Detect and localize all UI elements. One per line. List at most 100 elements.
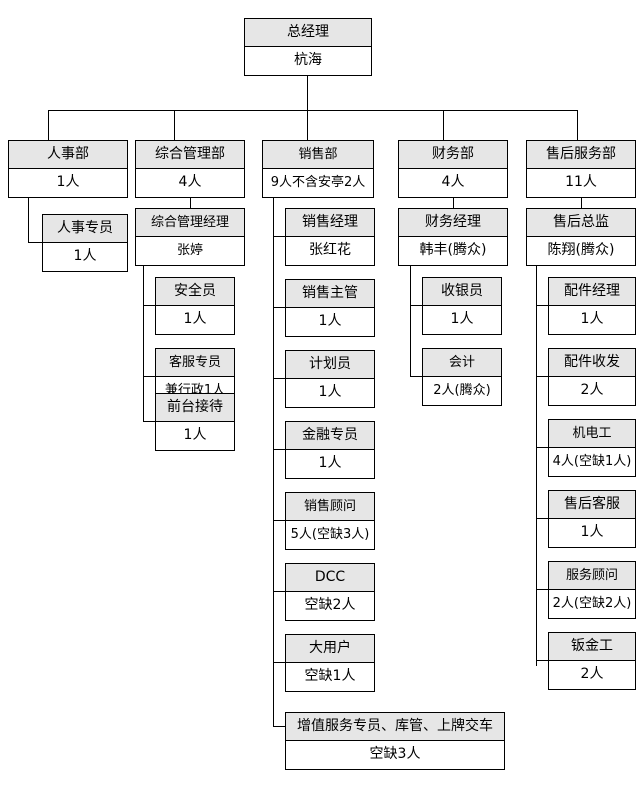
node-accountant[interactable]: 会计 2人(腾众)	[422, 348, 502, 406]
connector-drop-hr	[48, 110, 49, 140]
connector-drop-sales	[307, 110, 308, 140]
node-value: 1人	[549, 306, 635, 334]
node-title: 售后总监	[527, 209, 635, 237]
node-title: 综合管理部	[136, 141, 244, 169]
node-dept-admin[interactable]: 综合管理部 4人	[135, 140, 245, 198]
node-title: 服务顾问	[549, 562, 635, 590]
node-planner[interactable]: 计划员 1人	[285, 350, 375, 408]
node-safety-officer[interactable]: 安全员 1人	[155, 277, 235, 335]
connector-sales-stub-5	[273, 591, 285, 592]
node-value: 张红花	[286, 237, 374, 265]
node-value: 1人	[549, 519, 635, 547]
connector-hr-spine	[28, 198, 29, 242]
node-value: 1人	[423, 306, 501, 334]
node-title: 销售顾问	[286, 493, 374, 521]
connector-sales-stub-2	[273, 378, 285, 379]
node-title: 计划员	[286, 351, 374, 379]
node-dept-finance[interactable]: 财务部 4人	[398, 140, 508, 198]
node-dept-hr[interactable]: 人事部 1人	[8, 140, 128, 198]
connector-admin-stub-1	[143, 376, 155, 377]
connector-aftersales-stub-0	[536, 305, 548, 306]
node-title: 配件经理	[549, 278, 635, 306]
connector-sales-stub-1	[273, 307, 285, 308]
node-title: 前台接待	[156, 394, 234, 422]
node-value: 1人	[156, 422, 234, 450]
node-value: 2人	[549, 661, 635, 689]
connector-sales-stub-3	[273, 449, 285, 450]
connector-finance-stub-0	[410, 305, 422, 306]
node-value: 1人	[286, 379, 374, 407]
node-title: 销售部	[263, 141, 373, 169]
node-sales-manager[interactable]: 销售经理 张红花	[285, 208, 375, 266]
node-title: 人事部	[9, 141, 127, 169]
node-finance-specialist[interactable]: 金融专员 1人	[285, 421, 375, 479]
node-finance-manager[interactable]: 财务经理 韩丰(腾众)	[398, 208, 508, 266]
node-value: 9人不含安亭2人	[263, 169, 373, 197]
node-aftersales-director[interactable]: 售后总监 陈翔(腾众)	[526, 208, 636, 266]
connector-drop-finance	[443, 110, 444, 140]
node-hr-specialist[interactable]: 人事专员 1人	[42, 214, 128, 272]
connector-admin-to-manager	[190, 198, 191, 208]
node-title: DCC	[286, 564, 374, 592]
node-value-added-services[interactable]: 增值服务专员、库管、上牌交车 空缺3人	[285, 712, 505, 770]
connector-aftersales-spine	[536, 266, 537, 666]
node-cashier[interactable]: 收银员 1人	[422, 277, 502, 335]
connector-aftersales-stub-3	[536, 518, 548, 519]
node-general-manager[interactable]: 总经理 杭海	[244, 18, 372, 76]
node-value: 杭海	[245, 47, 371, 75]
node-admin-manager[interactable]: 综合管理经理 张婷	[135, 208, 245, 266]
node-title: 人事专员	[43, 215, 127, 243]
node-front-desk[interactable]: 前台接待 1人	[155, 393, 235, 451]
connector-finance-to-manager	[453, 198, 454, 208]
node-title: 会计	[423, 349, 501, 377]
node-title: 金融专员	[286, 422, 374, 450]
node-value: 4人	[399, 169, 507, 197]
node-value: 空缺3人	[286, 741, 504, 769]
node-service-advisor[interactable]: 服务顾问 2人(空缺2人)	[548, 561, 636, 619]
connector-sales-stub-7	[273, 726, 285, 727]
connector-aftersales-to-manager	[581, 198, 582, 208]
connector-aftersales-stub-1	[536, 376, 548, 377]
node-value: 陈翔(腾众)	[527, 237, 635, 265]
node-title: 钣金工	[549, 633, 635, 661]
node-parts-dispatch[interactable]: 配件收发 2人	[548, 348, 636, 406]
node-sales-supervisor[interactable]: 销售主管 1人	[285, 279, 375, 337]
node-value: 1人	[9, 169, 127, 197]
node-sales-consultant[interactable]: 销售顾问 5人(空缺3人)	[285, 492, 375, 550]
node-value: 1人	[43, 243, 127, 271]
node-value: 空缺1人	[286, 663, 374, 691]
connector-finance-stub-1	[410, 376, 422, 377]
node-dcc[interactable]: DCC 空缺2人	[285, 563, 375, 621]
node-value: 张婷	[136, 237, 244, 265]
connector-aftersales-stub-5	[536, 660, 548, 661]
connector-admin-spine	[143, 266, 144, 421]
node-value: 空缺2人	[286, 592, 374, 620]
node-key-account[interactable]: 大用户 空缺1人	[285, 634, 375, 692]
node-aftersales-customer-service[interactable]: 售后客服 1人	[548, 490, 636, 548]
connector-sales-stub-4	[273, 520, 285, 521]
node-body-repair[interactable]: 钣金工 2人	[548, 632, 636, 690]
connector-drop-aftersales	[577, 110, 578, 140]
node-value: 11人	[527, 169, 635, 197]
node-value: 1人	[156, 306, 234, 334]
node-mechanic-electrician[interactable]: 机电工 4人(空缺1人)	[548, 419, 636, 477]
node-value: 4人	[136, 169, 244, 197]
node-dept-aftersales[interactable]: 售后服务部 11人	[526, 140, 636, 198]
node-value: 4人(空缺1人)	[549, 448, 635, 476]
node-title: 大用户	[286, 635, 374, 663]
node-parts-manager[interactable]: 配件经理 1人	[548, 277, 636, 335]
connector-aftersales-stub-4	[536, 589, 548, 590]
node-title: 收银员	[423, 278, 501, 306]
connector-root-stem	[307, 76, 308, 110]
node-value: 韩丰(腾众)	[399, 237, 507, 265]
connector-finance-spine	[410, 266, 411, 376]
node-value: 5人(空缺3人)	[286, 521, 374, 549]
node-title: 销售经理	[286, 209, 374, 237]
node-dept-sales[interactable]: 销售部 9人不含安亭2人	[262, 140, 374, 198]
node-value: 2人(腾众)	[423, 377, 501, 405]
node-value: 2人	[549, 377, 635, 405]
node-title: 机电工	[549, 420, 635, 448]
node-title: 配件收发	[549, 349, 635, 377]
connector-sales-stub-6	[273, 662, 285, 663]
